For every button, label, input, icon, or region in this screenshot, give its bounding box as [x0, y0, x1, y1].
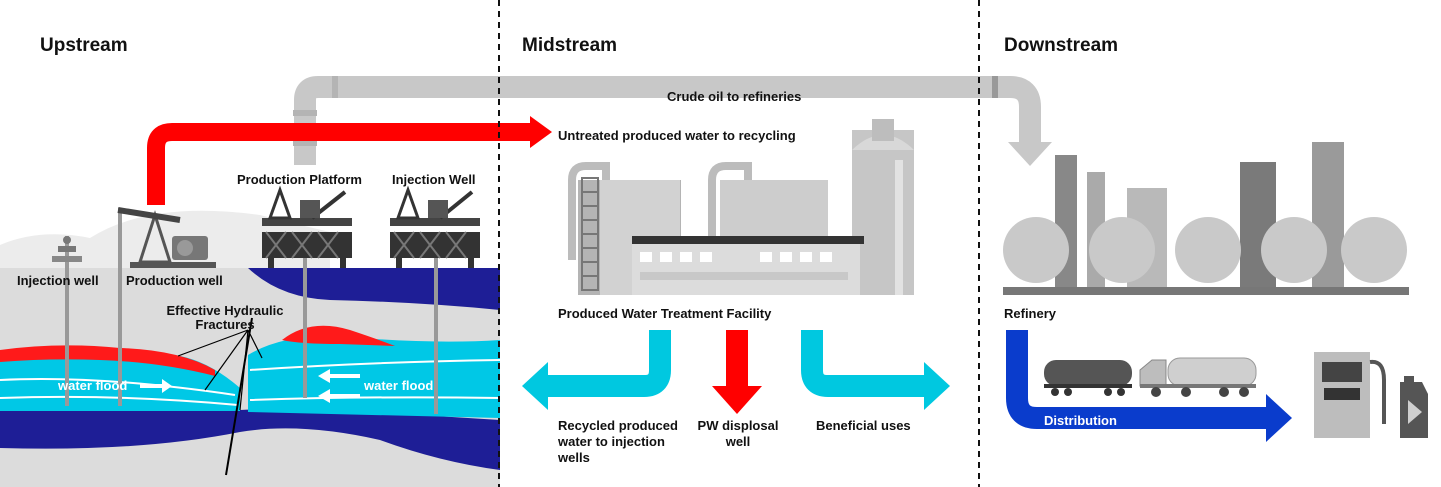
- water-flood-arrows: [140, 369, 360, 403]
- injection-well-platform-icon: [390, 185, 480, 414]
- section-title-downstream: Downstream: [1004, 35, 1119, 56]
- fuel-pump-icon: [1314, 352, 1386, 438]
- pw-disposal-arrow: [712, 330, 762, 414]
- crude-oil-pipeline: [293, 76, 1052, 166]
- motor-oil-bottle-icon: [1400, 376, 1428, 438]
- water-flood-right-label: water flood: [364, 378, 434, 393]
- recycled-water-label: Recycled produced water to injection wel…: [558, 418, 678, 465]
- injection-well-land-icon: [52, 236, 82, 406]
- beneficial-uses-arrow: [801, 330, 950, 410]
- untreated-water-label: Untreated produced water to recycling: [558, 128, 796, 143]
- beneficial-uses-label: Beneficial uses: [816, 418, 911, 433]
- injection-well-platform-label: Injection Well: [392, 172, 476, 187]
- pumpjack-icon: [117, 207, 216, 406]
- distribution-label: Distribution: [1044, 413, 1117, 428]
- section-title-upstream: Upstream: [40, 35, 128, 56]
- refinery-icon: [1003, 142, 1409, 295]
- water-flood-left-label: water flood: [58, 378, 128, 393]
- refinery-label: Refinery: [1004, 306, 1057, 321]
- section-title-midstream: Midstream: [522, 35, 618, 56]
- production-platform-icon: [262, 185, 352, 398]
- tanker-truck-icon: [1139, 357, 1257, 397]
- treatment-facility-label: Produced Water Treatment Facility: [558, 306, 772, 321]
- recycled-water-arrow: [522, 330, 671, 410]
- production-platform-label: Production Platform: [237, 172, 362, 187]
- injection-well-land-label: Injection well: [17, 273, 99, 288]
- pw-disposal-label: PW displosal well: [697, 418, 779, 449]
- treatment-facility-icon: [568, 119, 914, 295]
- untreated-water-arrow: [147, 116, 552, 205]
- tank-wagon-icon: [1044, 360, 1132, 396]
- hydraulic-fractures-label: Effective Hydraulic Fractures: [166, 303, 284, 332]
- crude-oil-label: Crude oil to refineries: [667, 89, 802, 104]
- production-well-label: Production well: [126, 273, 223, 288]
- distribution-arrow: [1006, 330, 1292, 442]
